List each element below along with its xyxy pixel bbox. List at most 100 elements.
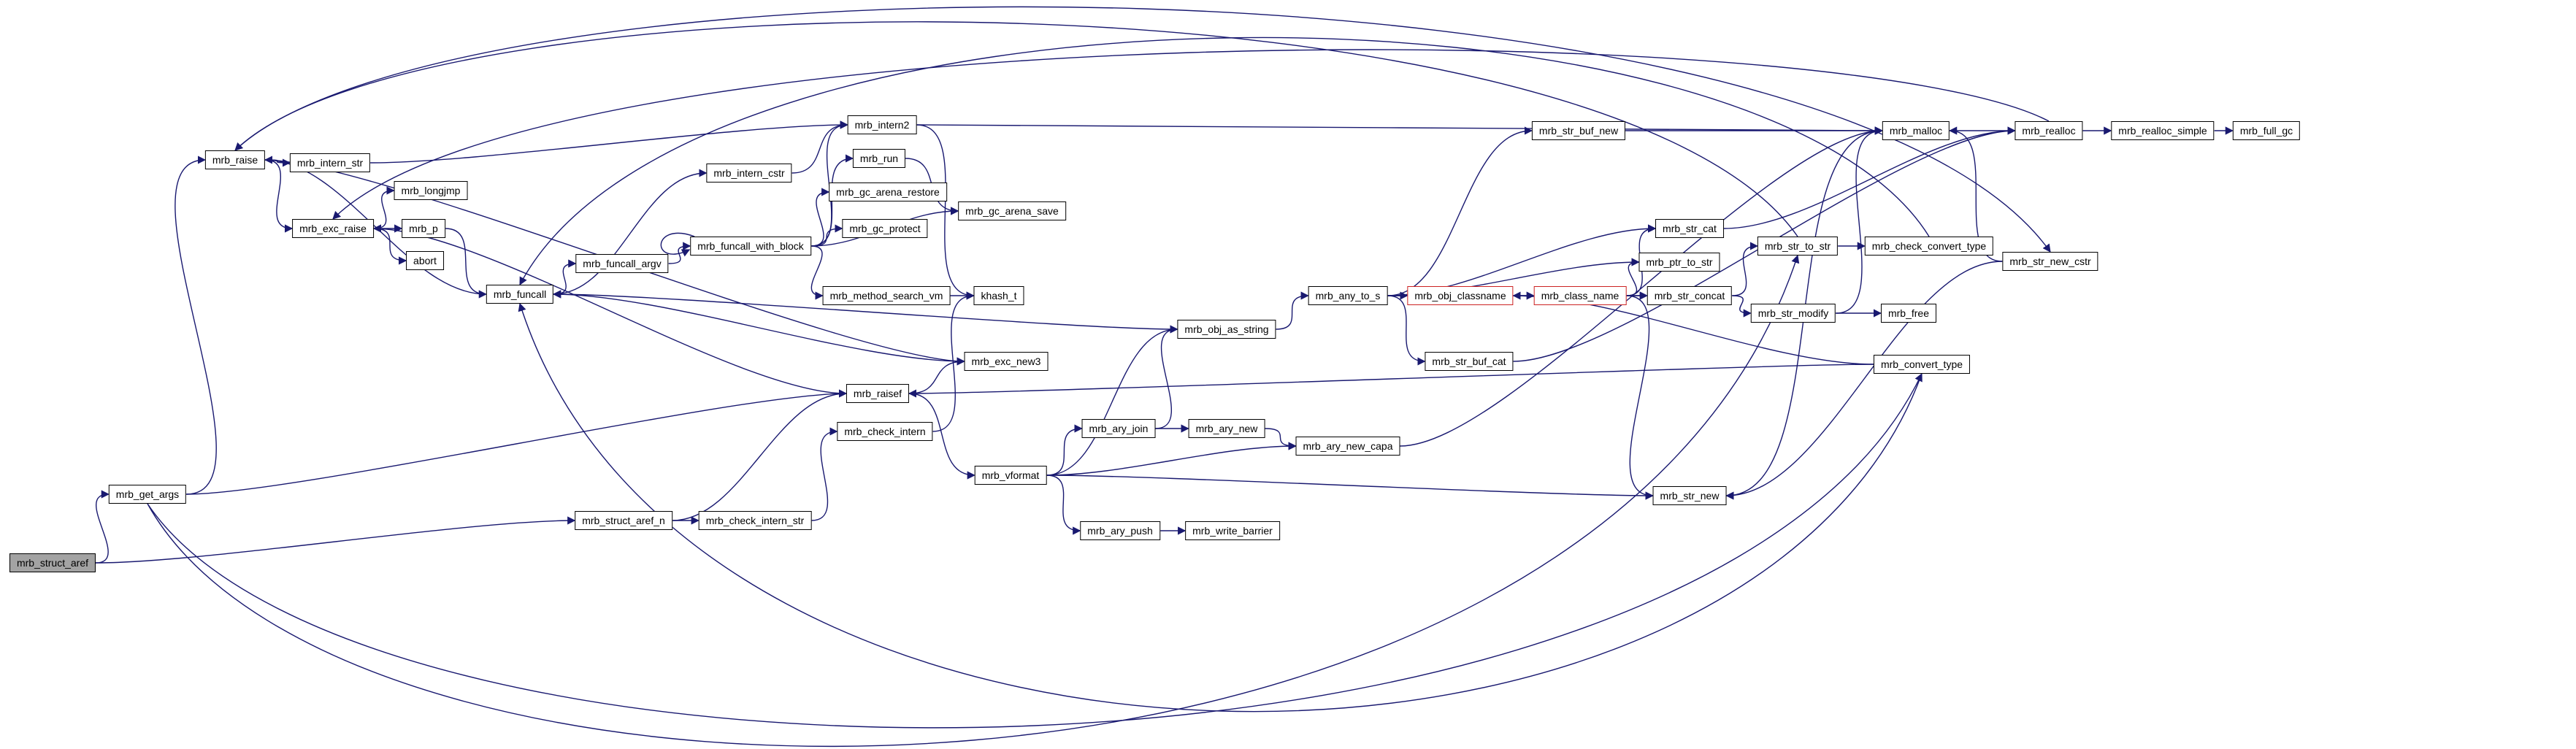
call-edge-mrb_funcall-to-mrb_intern_cstr bbox=[553, 169, 708, 295]
call-edge-mrb_any_to_s-to-mrb_str_buf_new bbox=[1387, 126, 1533, 296]
graph-node-mrb_exc_raise[interactable]: mrb_exc_raise bbox=[292, 219, 374, 238]
graph-node-mrb_free[interactable]: mrb_free bbox=[1880, 304, 1937, 323]
graph-node-mrb_vformat[interactable]: mrb_vformat bbox=[974, 466, 1047, 485]
graph-node-mrb_gc_protect[interactable]: mrb_gc_protect bbox=[842, 219, 928, 238]
graph-node-mrb_obj_as_string[interactable]: mrb_obj_as_string bbox=[1177, 320, 1276, 339]
call-edge-mrb_ary_new-to-mrb_ary_new_capa bbox=[1265, 428, 1297, 450]
call-edge-mrb_vformat-to-mrb_ary_join bbox=[1046, 424, 1083, 476]
graph-node-mrb_str_modify[interactable]: mrb_str_modify bbox=[1750, 304, 1836, 323]
call-edge-mrb_convert_type-to-mrb_raisef bbox=[908, 364, 1874, 398]
call-edge-mrb_str_concat-to-mrb_str_to_str bbox=[1732, 242, 1758, 296]
call-edge-mrb_str_cat-to-mrb_realloc bbox=[1723, 126, 2016, 229]
graph-node-mrb_get_args[interactable]: mrb_get_args bbox=[108, 485, 187, 504]
call-edge-mrb_exc_raise-to-mrb_longjmp bbox=[373, 186, 395, 229]
call-edge-mrb_class_name-to-mrb_str_new bbox=[1626, 295, 1654, 500]
graph-node-mrb_struct_aref_n[interactable]: mrb_struct_aref_n bbox=[575, 511, 672, 530]
graph-node-mrb_funcall_with_block[interactable]: mrb_funcall_with_block bbox=[690, 237, 811, 256]
call-edge-mrb_ary_new_capa-to-mrb_malloc bbox=[1400, 126, 1883, 447]
call-edge-mrb_struct_aref_n-to-mrb_raisef bbox=[672, 389, 848, 521]
graph-node-mrb_malloc[interactable]: mrb_malloc bbox=[1882, 121, 1950, 140]
graph-node-mrb_str_to_str[interactable]: mrb_str_to_str bbox=[1757, 237, 1839, 256]
graph-node-mrb_str_buf_cat[interactable]: mrb_str_buf_cat bbox=[1425, 352, 1514, 371]
call-edge-mrb_funcall_argv-to-mrb_funcall_with_block bbox=[668, 242, 691, 264]
call-edge-mrb_raisef-to-mrb_exc_new3 bbox=[909, 357, 965, 394]
call-edge-mrb_p-to-mrb_funcall bbox=[445, 228, 487, 299]
call-edge-mrb_ary_join-to-mrb_obj_as_string bbox=[1155, 325, 1178, 429]
call-edge-mrb_any_to_s-to-mrb_str_buf_cat bbox=[1387, 295, 1426, 366]
call-edge-mrb_obj_as_string-to-mrb_any_to_s bbox=[1276, 291, 1309, 330]
graph-node-mrb_raise[interactable]: mrb_raise bbox=[204, 150, 266, 169]
graph-node-mrb_intern2[interactable]: mrb_intern2 bbox=[847, 115, 917, 134]
call-edge-mrb_str_modify-to-mrb_malloc bbox=[1836, 126, 1883, 314]
graph-node-mrb_intern_cstr[interactable]: mrb_intern_cstr bbox=[706, 164, 792, 183]
graph-node-mrb_ary_new_capa[interactable]: mrb_ary_new_capa bbox=[1295, 437, 1400, 456]
graph-node-mrb_convert_type[interactable]: mrb_convert_type bbox=[1873, 355, 1971, 374]
call-edge-mrb_check_intern-to-khash_t bbox=[932, 291, 975, 432]
graph-node-mrb_str_new_cstr[interactable]: mrb_str_new_cstr bbox=[2002, 252, 2098, 271]
call-edge-mrb_get_args-to-mrb_raisef bbox=[186, 389, 848, 495]
graph-node-mrb_funcall_argv[interactable]: mrb_funcall_argv bbox=[575, 254, 669, 273]
call-edge-mrb_funcall_with_block-to-mrb_method_search_vm bbox=[810, 245, 824, 300]
graph-node-mrb_str_new[interactable]: mrb_str_new bbox=[1652, 486, 1727, 505]
call-edge-mrb_vformat-to-mrb_ary_push bbox=[1046, 475, 1081, 535]
graph-node-mrb_struct_aref: mrb_struct_aref bbox=[9, 553, 96, 572]
call-edge-mrb_raise-to-mrb_exc_raise bbox=[265, 159, 294, 233]
graph-node-khash_t[interactable]: khash_t bbox=[973, 286, 1024, 305]
call-edge-mrb_struct_aref-to-mrb_get_args bbox=[95, 490, 110, 564]
graph-node-mrb_raisef[interactable]: mrb_raisef bbox=[846, 384, 910, 403]
call-edge-mrb_vformat-to-mrb_str_new bbox=[1046, 475, 1654, 500]
call-edge-mrb_raisef-to-mrb_vformat bbox=[909, 393, 975, 480]
graph-node-mrb_gc_arena_save[interactable]: mrb_gc_arena_save bbox=[958, 201, 1066, 220]
call-edge-mrb_str_new_cstr-to-mrb_str_new bbox=[1725, 261, 2003, 500]
call-edge-mrb_str_to_str-to-mrb_raise bbox=[234, 21, 1798, 237]
graph-node-mrb_intern_str[interactable]: mrb_intern_str bbox=[289, 153, 371, 172]
call-edge-mrb_exc_new3-to-mrb_funcall bbox=[553, 290, 965, 362]
graph-node-mrb_check_convert_type[interactable]: mrb_check_convert_type bbox=[1864, 237, 1994, 256]
call-edge-mrb_funcall_with_block-to-mrb_funcall_with_block bbox=[660, 232, 695, 257]
graph-node-mrb_ary_new[interactable]: mrb_ary_new bbox=[1188, 419, 1265, 438]
graph-node-mrb_realloc_simple[interactable]: mrb_realloc_simple bbox=[2111, 121, 2215, 140]
graph-node-mrb_str_cat[interactable]: mrb_str_cat bbox=[1655, 219, 1724, 238]
call-edge-mrb_realloc-to-mrb_exc_raise bbox=[332, 49, 2050, 220]
call-edge-mrb_intern2-to-mrb_malloc bbox=[916, 124, 1883, 135]
graph-node-mrb_exc_new3[interactable]: mrb_exc_new3 bbox=[964, 352, 1049, 371]
graph-node-mrb_write_barrier[interactable]: mrb_write_barrier bbox=[1185, 521, 1280, 540]
graph-node-mrb_ptr_to_str[interactable]: mrb_ptr_to_str bbox=[1638, 253, 1720, 272]
call-edge-mrb_vformat-to-mrb_ary_new_capa bbox=[1046, 442, 1297, 476]
call-edge-mrb_intern2-to-khash_t bbox=[916, 124, 975, 300]
call-edge-mrb_get_args-to-mrb_str_to_str bbox=[147, 254, 1800, 747]
call-edge-mrb_check_convert_type-to-mrb_funcall bbox=[519, 37, 1930, 285]
call-edge-mrb_get_args-to-mrb_raise bbox=[175, 155, 217, 495]
graph-node-mrb_gc_arena_restore[interactable]: mrb_gc_arena_restore bbox=[829, 183, 947, 201]
call-edge-mrb_exc_raise-to-abort bbox=[373, 228, 407, 265]
call-edge-mrb_convert_type-to-mrb_funcall bbox=[518, 302, 1923, 712]
graph-node-mrb_str_concat[interactable]: mrb_str_concat bbox=[1647, 286, 1733, 305]
graph-node-mrb_method_search_vm[interactable]: mrb_method_search_vm bbox=[822, 286, 951, 305]
graph-node-mrb_check_intern_str[interactable]: mrb_check_intern_str bbox=[698, 511, 812, 530]
graph-node-mrb_funcall[interactable]: mrb_funcall bbox=[486, 285, 554, 304]
graph-node-mrb_ary_join[interactable]: mrb_ary_join bbox=[1081, 419, 1156, 438]
graph-node-mrb_any_to_s[interactable]: mrb_any_to_s bbox=[1308, 286, 1388, 305]
call-edge-mrb_funcall-to-mrb_funcall_argv bbox=[553, 259, 577, 295]
graph-node-abort[interactable]: abort bbox=[406, 251, 444, 270]
call-edge-mrb_get_args-to-mrb_convert_type bbox=[147, 372, 1923, 729]
graph-node-mrb_class_name[interactable]: mrb_class_name bbox=[1533, 286, 1627, 305]
call-edge-mrb_obj_as_string-to-mrb_funcall bbox=[553, 290, 1178, 330]
call-edge-mrb_intern_str-to-mrb_intern2 bbox=[370, 120, 848, 164]
graph-node-mrb_run[interactable]: mrb_run bbox=[852, 149, 906, 168]
graph-node-mrb_longjmp[interactable]: mrb_longjmp bbox=[394, 181, 468, 200]
call-edge-mrb_str_concat-to-mrb_str_modify bbox=[1732, 295, 1752, 318]
graph-node-mrb_str_buf_new[interactable]: mrb_str_buf_new bbox=[1531, 121, 1626, 140]
graph-node-mrb_realloc[interactable]: mrb_realloc bbox=[2015, 121, 2083, 140]
graph-node-mrb_full_gc[interactable]: mrb_full_gc bbox=[2232, 121, 2301, 140]
call-edge-mrb_vformat-to-mrb_obj_as_string bbox=[1046, 325, 1178, 476]
graph-node-mrb_check_intern[interactable]: mrb_check_intern bbox=[837, 422, 933, 441]
graph-node-mrb_p[interactable]: mrb_p bbox=[402, 219, 445, 238]
call-edge-mrb_check_intern_str-to-mrb_check_intern bbox=[811, 427, 838, 521]
graph-node-mrb_obj_classname[interactable]: mrb_obj_classname bbox=[1407, 286, 1514, 305]
call-edge-mrb_intern_cstr-to-mrb_intern2 bbox=[791, 120, 848, 174]
graph-node-mrb_ary_push[interactable]: mrb_ary_push bbox=[1080, 521, 1160, 540]
call-edge-mrb_raise-to-mrb_str_new_cstr bbox=[234, 6, 2051, 253]
